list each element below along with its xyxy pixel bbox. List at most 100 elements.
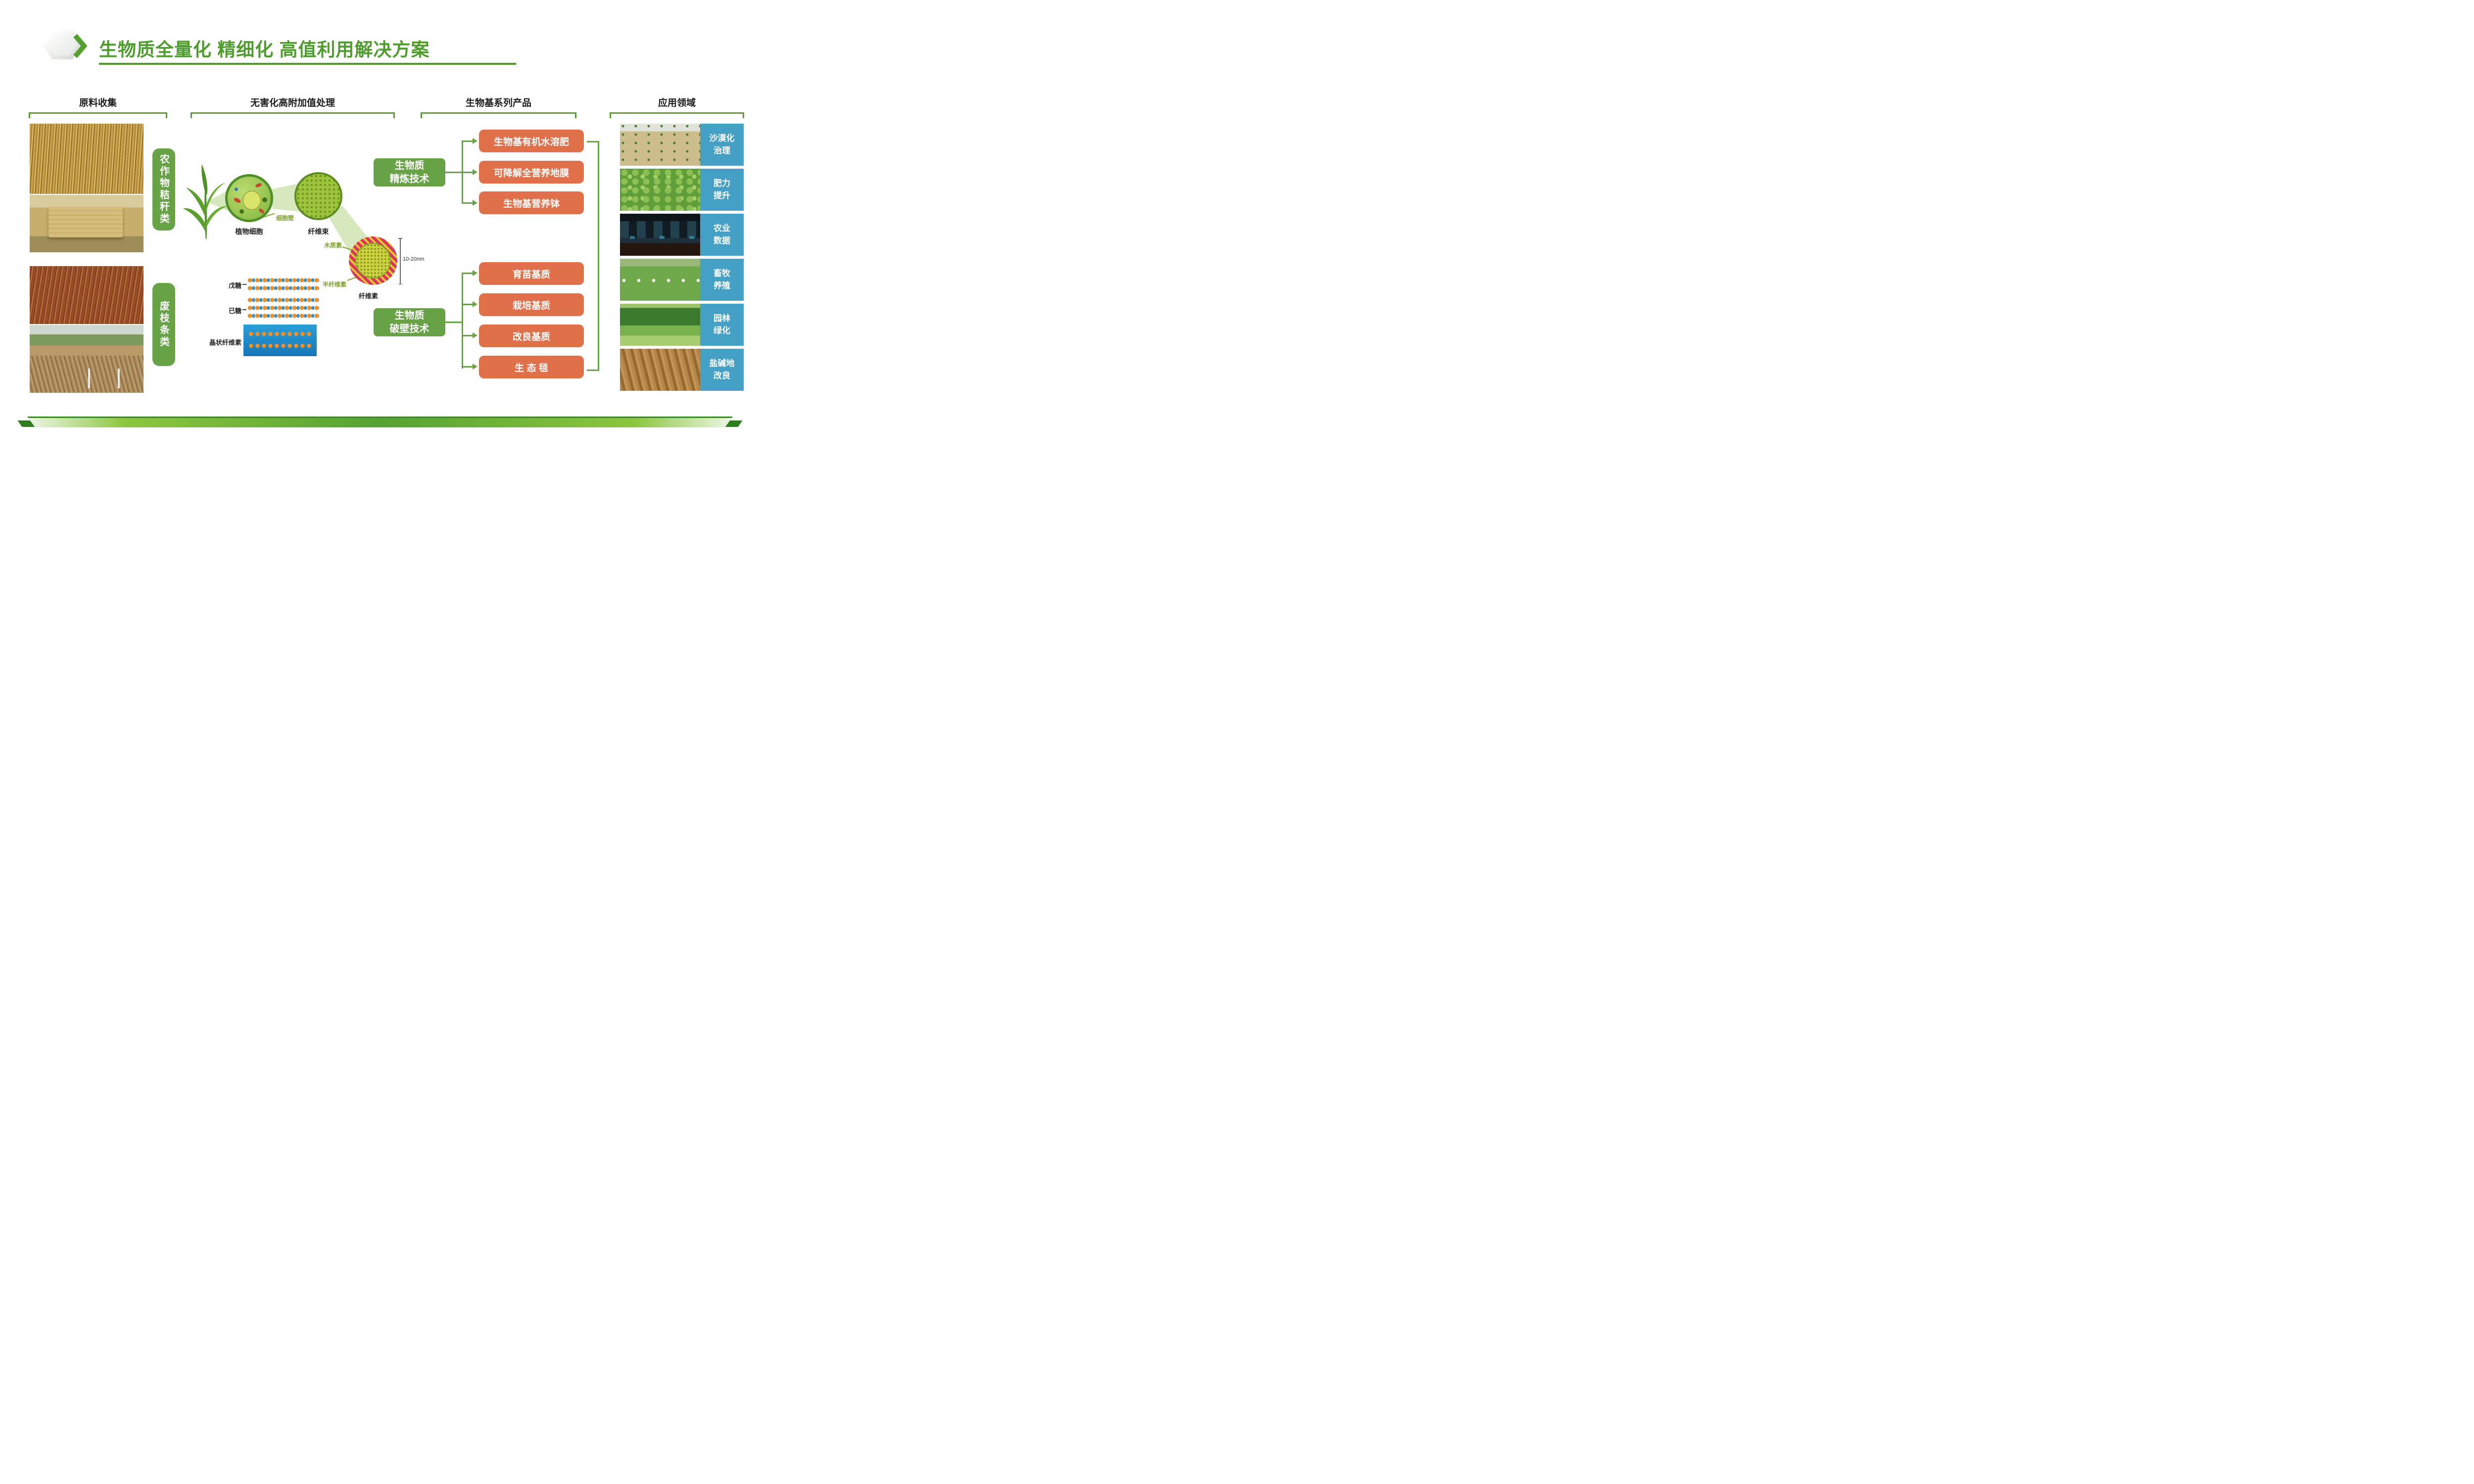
arrow-icon xyxy=(473,270,477,276)
arrow-icon xyxy=(473,301,477,307)
bracket-applications xyxy=(610,112,744,118)
photo-landscape-greening xyxy=(620,304,700,346)
category-crop-straw: 农作物秸秆类 xyxy=(152,148,175,231)
application-row-saline-soil: 盐碱地 改良 xyxy=(620,349,744,391)
header-products: 生物基系列产品 xyxy=(465,98,531,108)
plant-cell-diagram xyxy=(225,174,273,222)
hemicellulose-label: 半纤维素 xyxy=(323,281,347,288)
title-underline xyxy=(99,63,516,65)
connector-line xyxy=(463,335,473,336)
link-bracket-line xyxy=(598,141,599,371)
photo-corn-straw xyxy=(30,124,143,194)
product-cultivation-substrate: 栽培基质 xyxy=(479,293,584,316)
application-label: 园林 绿化 xyxy=(700,304,744,346)
scale-bar xyxy=(398,238,402,284)
photo-agricultural-data xyxy=(620,214,700,256)
tech-box-refining: 生物质 精炼技术 xyxy=(374,158,445,186)
photo-straw-bales xyxy=(30,195,143,252)
hexose-chain xyxy=(247,297,319,303)
connector-line xyxy=(463,304,473,305)
link-bracket-tick xyxy=(587,141,599,142)
plant-cell-label: 植物细胞 xyxy=(235,228,263,235)
plant-illustration xyxy=(183,164,229,239)
application-label: 肥力 提升 xyxy=(700,169,744,211)
arrow-icon xyxy=(473,138,477,144)
cell-organelle xyxy=(235,187,238,191)
fence-post xyxy=(88,369,90,388)
cell-organelle xyxy=(258,207,265,215)
connector-line xyxy=(463,140,473,142)
application-label: 盐碱地 改良 xyxy=(700,349,744,391)
bracket-processing xyxy=(190,112,395,118)
hexose-label: 已糖 xyxy=(229,307,242,315)
link-bracket-tick xyxy=(587,370,599,371)
lignin-label: 木质素 xyxy=(324,242,342,249)
bottom-ribbon xyxy=(27,417,733,427)
pentose-label: 戊糖 xyxy=(229,282,242,289)
connector-line xyxy=(462,273,463,369)
chevron-icon xyxy=(73,34,87,58)
arrow-icon xyxy=(473,169,477,175)
connector-line xyxy=(445,172,462,173)
cell-nucleus xyxy=(242,190,261,210)
application-row-desertification: 沙漠化 治理 xyxy=(620,124,744,166)
hexose-chain xyxy=(247,313,319,319)
application-row-agridata: 农业 数据 xyxy=(620,214,744,256)
cell-wall-label: 细胞壁 xyxy=(276,215,294,222)
scale-label: 10-20nm xyxy=(403,256,425,262)
connector-line xyxy=(463,366,473,368)
application-label: 畜牧 养殖 xyxy=(700,259,744,301)
hexose-chain xyxy=(247,305,319,311)
page-title: 生物质全量化 精细化 高值利用解决方案 xyxy=(99,40,430,60)
pentose-dash xyxy=(242,284,246,285)
connector-line xyxy=(445,322,462,323)
fiber-bundle-label: 纤维束 xyxy=(308,228,329,235)
cellulose-label: 纤维素 xyxy=(359,292,379,300)
bracket-collection xyxy=(29,112,167,118)
photo-saline-alkali-improvement xyxy=(620,349,700,391)
straw-bale xyxy=(48,207,123,237)
product-eco-blanket: 生 态 毯 xyxy=(479,356,584,378)
slide: 生物质全量化 精细化 高值利用解决方案 原料收集 无害化高附加值处理 生物基系列… xyxy=(0,0,760,427)
fence-post xyxy=(118,369,120,388)
crystalline-cellulose-diagram xyxy=(243,325,317,356)
application-label: 沙漠化 治理 xyxy=(700,124,744,166)
crystalline-cellulose-label: 晶状纤维素 xyxy=(209,339,241,346)
cell-organelle xyxy=(255,182,262,188)
product-degradable-mulch-film: 可降解全营养地膜 xyxy=(479,161,584,184)
pentose-chain xyxy=(247,285,319,291)
application-row-landscaping: 园林 绿化 xyxy=(620,304,744,346)
cell-organelle xyxy=(262,197,267,202)
product-improvement-substrate: 改良基质 xyxy=(479,325,584,347)
branch-pile-texture xyxy=(30,356,143,393)
connector-line xyxy=(462,140,463,204)
photo-pruned-branches xyxy=(30,325,143,393)
photo-red-branches xyxy=(30,266,143,324)
application-row-livestock: 畜牧 养殖 xyxy=(620,259,744,301)
cell-organelle xyxy=(239,209,244,214)
fiber-bundle-diagram xyxy=(294,172,342,220)
cellulose-chain xyxy=(248,331,312,336)
cellulose-core xyxy=(355,243,391,278)
photo-desertification-control xyxy=(620,124,700,166)
header-applications: 应用领域 xyxy=(658,98,696,108)
tech-box-wall-breaking: 生物质 破壁技术 xyxy=(374,308,445,336)
photo-livestock-breeding xyxy=(620,259,700,301)
connector-line xyxy=(463,273,473,274)
application-label: 农业 数据 xyxy=(700,214,744,256)
fiber-cross-section xyxy=(349,236,397,285)
connector-line xyxy=(463,172,473,173)
arrow-icon xyxy=(473,200,477,206)
bracket-products xyxy=(421,112,576,118)
cellulose-chain xyxy=(248,343,312,348)
arrow-icon xyxy=(473,364,477,370)
application-row-fertility: 肥力 提升 xyxy=(620,169,744,211)
hexose-dash xyxy=(242,309,246,310)
category-waste-branches: 废枝条类 xyxy=(152,283,175,366)
header-collection: 原料收集 xyxy=(79,98,117,108)
pentose-chain xyxy=(247,278,319,283)
product-water-soluble-fertilizer: 生物基有机水溶肥 xyxy=(479,130,584,152)
connector-line xyxy=(463,202,473,204)
cell-organelle xyxy=(233,196,241,204)
product-seedling-substrate: 育苗基质 xyxy=(479,262,584,285)
